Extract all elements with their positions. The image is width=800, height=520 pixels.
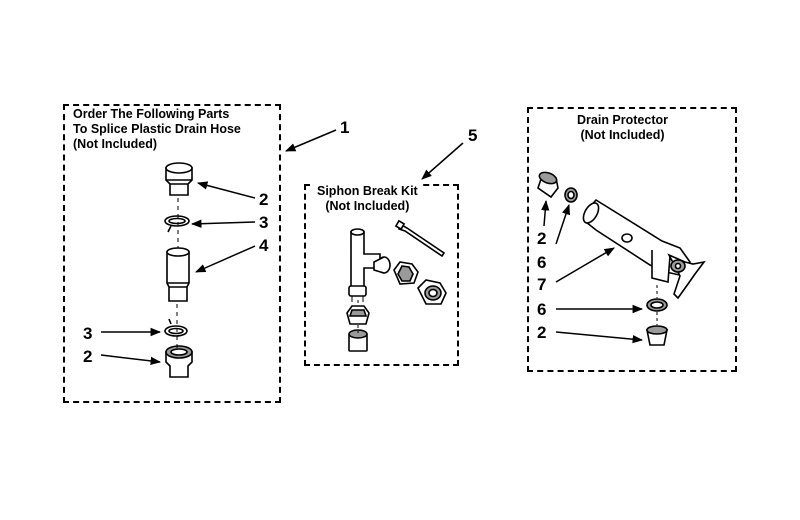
label-upper-coupling: 2 [259,190,269,209]
callout-5: 5 [468,126,478,145]
drain-protector-box [527,107,737,372]
drain-protector-title: Drain Protector (Not Included) [574,113,671,143]
label-lower-clamp: 3 [83,324,93,343]
label-drain-washer: 6 [537,253,547,272]
callout-1: 1 [340,118,350,137]
leader-callout-5 [421,142,464,180]
splice-kit-title: Order The Following Parts To Splice Plas… [70,107,244,152]
drain-protector-title-line-1: Drain Protector [577,113,668,127]
label-drain-lower-cap: 2 [537,323,547,342]
siphon-break-kit-title: Siphon Break Kit (Not Included) [314,184,421,214]
label-drain-lower-washer: 6 [537,300,547,319]
label-drain-cap: 2 [537,229,547,248]
splice-kit-title-line-3: (Not Included) [73,137,158,151]
label-drain-body: 7 [537,275,547,294]
siphon-break-kit-title-line-2: (Not Included) [325,199,410,213]
label-connector: 4 [259,236,269,255]
splice-kit-title-line-1: Order The Following Parts [73,107,230,121]
label-upper-clamp: 3 [259,213,269,232]
leader-callout-1 [285,129,337,152]
siphon-break-kit-title-line-1: Siphon Break Kit [317,184,418,198]
drain-protector-title-line-2: (Not Included) [580,128,665,142]
label-lower-coupling: 2 [83,347,93,366]
splice-kit-box [63,104,281,403]
splice-kit-title-line-2: To Splice Plastic Drain Hose [73,122,241,136]
